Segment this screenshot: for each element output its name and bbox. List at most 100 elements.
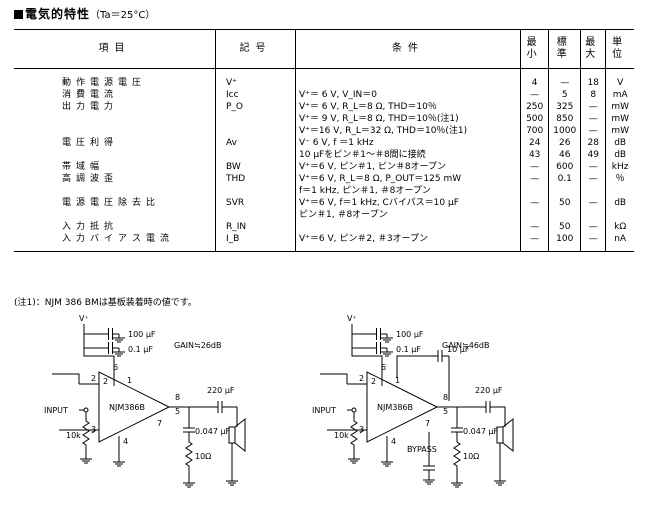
pin6-label: 6	[381, 363, 386, 372]
ic-label: NJM386B	[377, 403, 413, 412]
row-item: 電圧利得	[62, 138, 119, 148]
row-condition: f＝1 kHz, ピン＃1, ＃8オープン	[295, 185, 521, 197]
row-typ: 600	[548, 161, 581, 173]
pot-label: 10k	[334, 431, 349, 440]
row-min: —	[519, 233, 549, 252]
table-row: ピン＃1, ＃8オープン	[14, 209, 634, 221]
cap1-label: 100 μF	[128, 330, 156, 339]
row-condition: V⁺＝6 V, ピン＃2, ＃3オープン	[295, 233, 521, 252]
row-symbol	[215, 113, 296, 125]
zobel-cap-label: 0.047 μF	[463, 427, 499, 436]
pot-wiper-wire	[327, 429, 366, 434]
bypass-label: BYPASS	[407, 445, 437, 454]
row-unit: dB	[605, 197, 634, 209]
pin8-label: 8	[443, 393, 448, 402]
pin7-label: 7	[157, 419, 162, 428]
header-max: 最大	[580, 29, 606, 69]
output-cap-label: 220 μF	[207, 386, 235, 395]
row-unit: dB	[605, 137, 634, 149]
supply-label: V⁺	[347, 314, 357, 323]
row-min: 250	[519, 101, 549, 113]
row-unit: nA	[605, 233, 634, 252]
zobel-resistor	[453, 439, 461, 469]
row-unit: kHz	[605, 161, 634, 173]
zobel-resistor-label: 10Ω	[195, 452, 211, 461]
row-min: 24	[519, 137, 549, 149]
row-unit	[605, 185, 634, 197]
row-item: 高調波歪	[62, 174, 119, 184]
pin2-label: 2	[359, 374, 364, 383]
pin1-label: 1	[127, 376, 132, 385]
cap1-label: 100 μF	[396, 330, 424, 339]
speaker-wire	[231, 406, 238, 427]
row-min: —	[519, 221, 549, 233]
row-condition: 10 μFをピン＃1〜＃8間に接続	[295, 149, 521, 161]
pin5-label: 5	[175, 407, 180, 416]
row-min: 4	[519, 68, 549, 89]
row-condition	[295, 68, 521, 89]
row-unit: mA	[605, 89, 634, 101]
pin1-label: 1	[395, 376, 400, 385]
row-typ: —	[548, 68, 581, 89]
row-item: 入力バイアス電流	[14, 233, 216, 252]
row-symbol: R_IN	[215, 221, 296, 233]
row-item: 出力電力	[62, 102, 119, 112]
footnote: (注1)：NJM 386 BMは基板装着時の値です。	[14, 298, 197, 308]
row-typ: 100	[548, 233, 581, 252]
header-item: 項目	[14, 29, 216, 69]
row-max: —	[580, 221, 606, 233]
row-item	[14, 209, 216, 221]
speaker-cone-icon	[502, 417, 514, 453]
row-symbol: I_B	[215, 233, 296, 252]
row-unit: dB	[605, 149, 634, 161]
row-unit: mW	[605, 113, 634, 125]
pin2-label: 2	[91, 374, 96, 383]
zobel-cap-label: 0.047 μF	[195, 427, 231, 436]
title-text: 電気的特性	[25, 7, 91, 21]
row-max	[580, 209, 606, 221]
amplifier-triangle	[98, 371, 171, 443]
pin7-label: 7	[425, 419, 430, 428]
pot-label: 10k	[66, 431, 81, 440]
row-item: 入力抵抗	[62, 222, 119, 232]
row-typ: 46	[548, 149, 581, 161]
header-symbol: 記号	[215, 29, 296, 69]
row-symbol: THD	[215, 173, 296, 185]
input-label: INPUT	[44, 406, 68, 415]
row-condition: V⁺＝ 6 V, R_L＝8 Ω, THD＝10％	[295, 101, 521, 113]
row-max: —	[580, 233, 606, 252]
row-min: —	[519, 197, 549, 209]
row-max: —	[580, 161, 606, 173]
gain-cap-wire	[396, 355, 437, 378]
row-item: 帯域幅	[62, 162, 105, 172]
title-condition: （Ta＝25°C）	[90, 10, 156, 21]
row-max: 49	[580, 149, 606, 161]
minus-sign-pin2-ref: 2	[371, 377, 376, 386]
pin8-label: 8	[175, 393, 180, 402]
row-item: 動作電源電圧	[62, 78, 147, 88]
cap2-label: 0.1 μF	[128, 345, 153, 354]
row-max: —	[580, 173, 606, 185]
row-min: 500	[519, 113, 549, 125]
row-typ: 850	[548, 113, 581, 125]
pot-wiper-wire	[59, 429, 98, 434]
input-terminal	[83, 407, 89, 413]
row-symbol	[215, 149, 296, 161]
row-min	[519, 185, 549, 197]
row-max: —	[580, 101, 606, 113]
ic-label: NJM386B	[109, 403, 145, 412]
pin6-label: 6	[113, 363, 118, 372]
row-min	[519, 209, 549, 221]
row-item	[14, 125, 216, 137]
table-row: f＝1 kHz, ピン＃1, ＃8オープン	[14, 185, 634, 197]
header-unit: 単位	[605, 29, 634, 69]
header-typ: 標準	[548, 29, 581, 69]
